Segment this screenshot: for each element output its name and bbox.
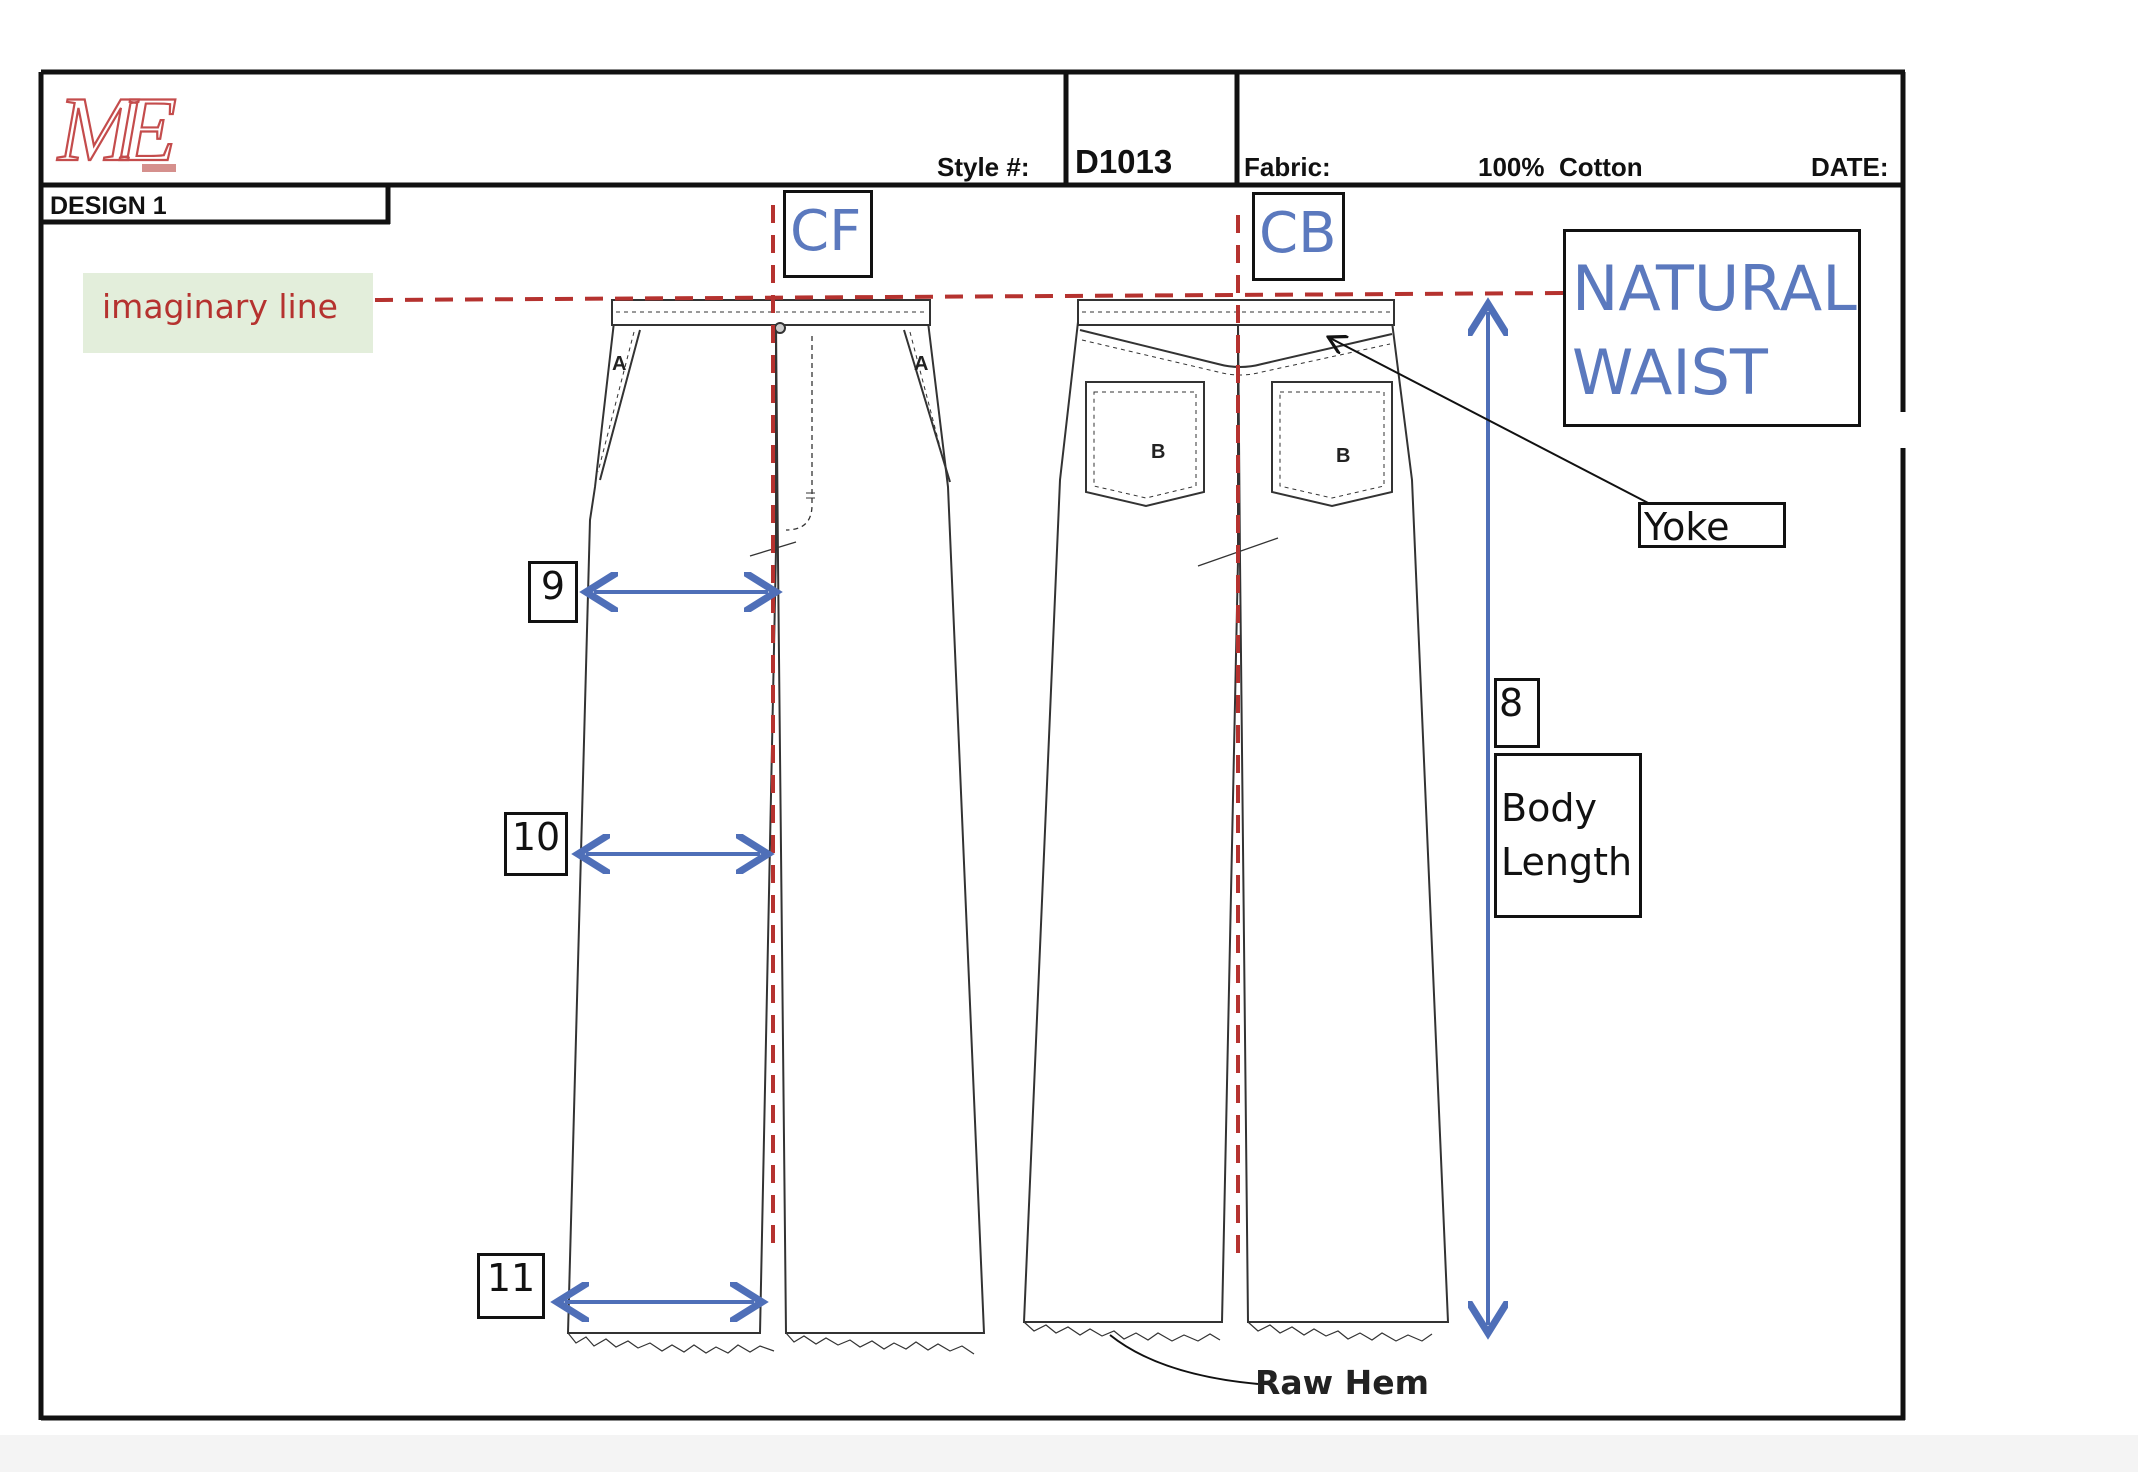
center-front-label-box: CF (783, 190, 873, 278)
yoke-label-box: Yoke (1638, 502, 1786, 549)
pocket-b-right-label: B (1336, 445, 1350, 467)
body-length-number: 8 (1494, 678, 1540, 748)
measure-9-label: 9 (528, 561, 578, 623)
body-length-line2: Length (1501, 840, 1633, 884)
natural-waist-line2: WAIST (1572, 336, 1768, 409)
window-bottom-strip (0, 1435, 2138, 1472)
measure-11-label: 11 (477, 1253, 545, 1319)
front-view-pants (566, 299, 986, 1355)
pocket-b-left-label: B (1151, 441, 1165, 463)
date-label: DATE: (1811, 152, 1889, 182)
logo-mark: ME (55, 77, 191, 181)
center-front-label: CF (790, 199, 862, 264)
fabric-label: Fabric: (1244, 152, 1331, 182)
style-number-label: Style #: (937, 152, 1030, 182)
yoke-pointer (1330, 338, 1653, 506)
body-length-line1: Body (1501, 786, 1597, 830)
style-number-value: D1013 (1075, 143, 1173, 180)
natural-waist-label-box: NATURAL WAIST (1563, 229, 1861, 427)
design-label: DESIGN 1 (50, 192, 167, 220)
brand-logo: ME (44, 72, 191, 182)
yoke-label: Yoke (1644, 505, 1730, 549)
imaginary-waist-line (374, 291, 1569, 302)
raw-hem-label: Raw Hem (1255, 1363, 1430, 1402)
fabric-value: 100% Cotton (1478, 152, 1643, 182)
pointer-lines (1109, 338, 1653, 1385)
measurement-arrows (565, 312, 1488, 1325)
center-back-label-box: CB (1252, 192, 1345, 281)
guide-lines (374, 205, 1569, 1255)
raw-hem-pointer (1109, 1334, 1259, 1385)
pocket-a-right-label: A (914, 353, 928, 375)
pocket-a-left-label: A (612, 353, 626, 375)
back-view-pants (1022, 299, 1450, 1342)
imaginary-line-label: imaginary line (83, 273, 373, 353)
measure-10-label: 10 (504, 812, 568, 876)
center-back-label: CB (1259, 201, 1337, 266)
natural-waist-line1: NATURAL (1572, 252, 1857, 325)
body-length-label-box: Body Length (1494, 753, 1642, 918)
